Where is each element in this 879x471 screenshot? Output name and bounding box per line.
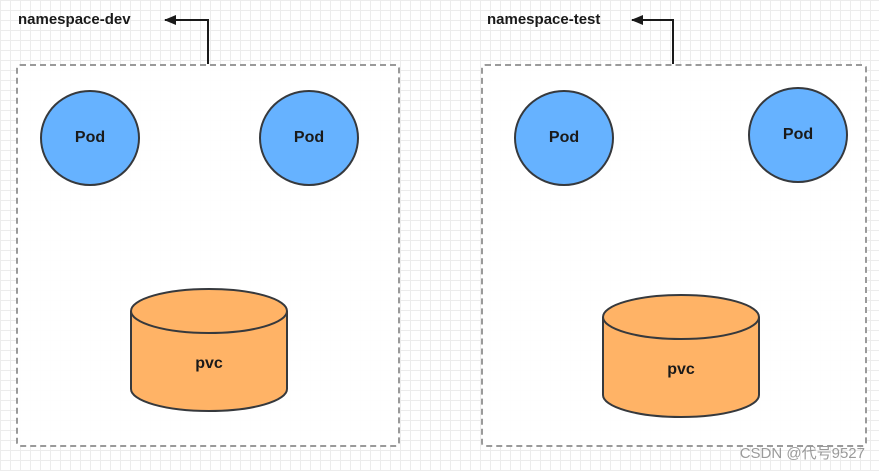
namespace-test-box: Pod Pod pvc: [481, 64, 867, 447]
pvc-test-cylinder: pvc: [602, 293, 760, 419]
pod-label: Pod: [74, 129, 106, 146]
namespace-dev-label: namespace-dev: [18, 11, 131, 28]
pod-dev-2: Pod: [259, 90, 359, 186]
namespace-test-label: namespace-test: [487, 11, 601, 28]
pvc-label: pvc: [667, 361, 695, 378]
pod-label: Pod: [293, 129, 325, 146]
namespace-dev-box: Pod Pod pvc: [16, 64, 400, 447]
pvc-dev-cylinder: pvc: [130, 287, 288, 413]
pod-test-2: Pod: [748, 87, 848, 183]
pod-label: Pod: [782, 126, 814, 143]
pvc-label: pvc: [195, 355, 223, 372]
arrow-namespace-test: [631, 15, 674, 64]
pod-label: Pod: [548, 129, 580, 146]
pod-dev-1: Pod: [40, 90, 140, 186]
watermark: CSDN @代号9527: [739, 445, 865, 462]
arrow-namespace-dev: [164, 15, 209, 64]
pod-test-1: Pod: [514, 90, 614, 186]
